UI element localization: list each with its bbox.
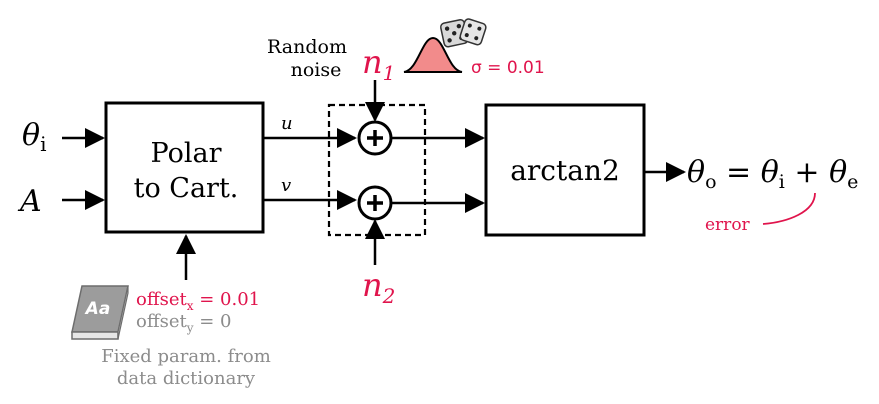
fixed-param-caption-line1: Fixed param. from [101,346,271,367]
error-label: error [705,215,751,235]
n1-label: n1 [362,43,395,85]
theta-i-input-label: θi [22,118,46,156]
polar-block-label-line1: Polar [151,138,222,169]
error-pointer-line [762,192,816,225]
fixed-param-caption-line2: data dictionary [117,368,256,389]
offset-x-label: offsetx = 0.01 [136,289,260,313]
arctan2-block [484,103,646,237]
gaussian-bell-icon [403,36,463,73]
output-equation: θo = θi + θe [687,155,858,193]
dice-icon [439,18,487,48]
u-signal-label: u [281,113,293,134]
offset-y-label: offsety = 0 [136,311,232,335]
summing-junction-2 [357,185,393,221]
sigma-label: σ = 0.01 [471,58,545,78]
summing-junction-1 [357,120,393,156]
random-noise-label-line1: Random [267,36,347,58]
book-icon: Aa [71,285,129,340]
n2-label: n2 [362,266,395,308]
random-noise-label-line2: noise [291,59,342,81]
arctan2-block-label: arctan2 [510,154,620,187]
book-icon-label: Aa [84,299,111,319]
polar-block-label-line2: to Cart. [134,173,239,204]
amplitude-input-label: A [17,184,42,219]
v-signal-label: v [281,175,291,196]
polar-to-cartesian-block [104,101,265,234]
